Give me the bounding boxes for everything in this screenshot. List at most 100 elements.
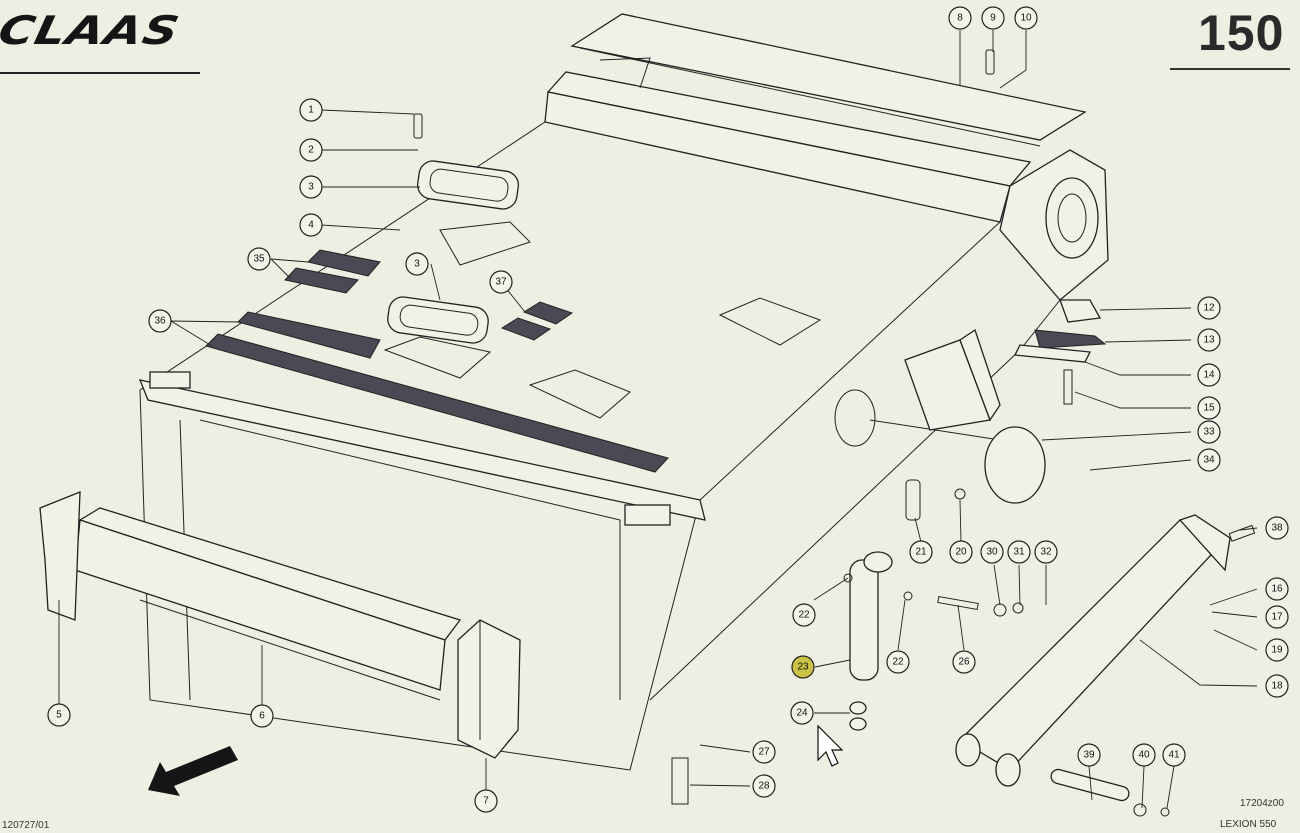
- callout-12-label: 12: [1203, 303, 1215, 314]
- callout-6: 6: [250, 704, 274, 728]
- callout-35-label: 35: [253, 254, 265, 265]
- callout-35: 35: [247, 247, 271, 271]
- callout-37: 37: [489, 270, 513, 294]
- callout-34: 34: [1197, 448, 1221, 472]
- callout-8: 8: [948, 6, 972, 30]
- left-bracket-part: [39, 491, 81, 621]
- mouse-cursor-icon: [817, 724, 844, 767]
- callout-26: 26: [952, 650, 976, 674]
- arrow-down-left-icon: [148, 746, 238, 796]
- callout-10-label: 10: [1020, 13, 1032, 24]
- side-housing-part: [999, 149, 1109, 301]
- callout-32: 32: [1034, 540, 1058, 564]
- callout-39-label: 39: [1083, 750, 1095, 761]
- callout-15-label: 15: [1203, 403, 1215, 414]
- callout-23-label: 23: [797, 662, 809, 673]
- callout-9: 9: [981, 6, 1005, 30]
- top-cover-part: [570, 13, 1087, 147]
- callout-40: 40: [1132, 743, 1156, 767]
- front-bracket-part: [457, 619, 521, 759]
- callout-7: 7: [474, 789, 498, 813]
- logo-underline: [0, 72, 200, 74]
- callout-12: 12: [1197, 296, 1221, 320]
- callout-26-label: 26: [958, 657, 970, 668]
- callout-5-label: 5: [56, 710, 62, 721]
- callout-40-label: 40: [1138, 750, 1150, 761]
- callout-15: 15: [1197, 396, 1221, 420]
- callout-33-label: 33: [1203, 427, 1215, 438]
- callout-32-label: 32: [1040, 547, 1052, 558]
- callout-28: 28: [752, 774, 776, 798]
- round-cover-part: [984, 426, 1046, 504]
- callout-14: 14: [1197, 363, 1221, 387]
- seal-strip-part: [205, 249, 669, 473]
- callout-5: 5: [47, 703, 71, 727]
- callout-22b: 22: [886, 650, 910, 674]
- callout-3b: 3: [405, 252, 429, 276]
- callout-4: 4: [299, 213, 323, 237]
- callout-18-label: 18: [1271, 681, 1283, 692]
- callout-19: 19: [1265, 638, 1289, 662]
- page-number-underline: [1170, 68, 1290, 70]
- callout-33: 33: [1197, 420, 1221, 444]
- callout-3a: 3: [299, 175, 323, 199]
- callout-2: 2: [299, 138, 323, 162]
- callout-38: 38: [1265, 516, 1289, 540]
- callout-20-label: 20: [955, 547, 967, 558]
- callout-22a-label: 22: [798, 610, 810, 621]
- callout-3b-label: 3: [414, 259, 420, 270]
- cylinder-part: [849, 551, 893, 731]
- callout-20: 20: [949, 540, 973, 564]
- callout-17-label: 17: [1271, 612, 1283, 623]
- main-frame-part: [138, 121, 1061, 771]
- callout-9-label: 9: [990, 13, 996, 24]
- callout-30-label: 30: [986, 547, 998, 558]
- callout-13-label: 13: [1203, 335, 1215, 346]
- callout-21: 21: [909, 540, 933, 564]
- callout-21-label: 21: [915, 547, 927, 558]
- page-number: 150: [1198, 5, 1285, 61]
- callout-41-label: 41: [1168, 750, 1180, 761]
- callout-1: 1: [299, 98, 323, 122]
- drawing-reference-left: 120727/01: [2, 820, 50, 831]
- callout-30: 30: [980, 540, 1004, 564]
- callout-22b-label: 22: [892, 657, 904, 668]
- callout-34-label: 34: [1203, 455, 1215, 466]
- callout-6-label: 6: [259, 711, 265, 722]
- leader-lines: [58, 30, 1258, 809]
- callout-17: 17: [1265, 605, 1289, 629]
- callout-19-label: 19: [1271, 645, 1283, 656]
- callout-37-label: 37: [495, 277, 507, 288]
- callout-38-label: 38: [1271, 523, 1283, 534]
- drawing-reference-code: 17204z00: [1240, 798, 1284, 809]
- callout-27-label: 27: [758, 747, 770, 758]
- callout-24: 24: [790, 701, 814, 725]
- callout-22a: 22: [792, 603, 816, 627]
- callout-18: 18: [1265, 674, 1289, 698]
- latch-part: [1013, 299, 1107, 405]
- callout-4-label: 4: [308, 220, 314, 231]
- front-bar-part: [74, 507, 462, 701]
- callout-16: 16: [1265, 577, 1289, 601]
- callout-36-label: 36: [154, 316, 166, 327]
- callout-8-label: 8: [957, 13, 963, 24]
- callout-1-label: 1: [308, 105, 314, 116]
- callout-24-label: 24: [796, 708, 808, 719]
- callout-28-label: 28: [758, 781, 770, 792]
- callout-16-label: 16: [1271, 584, 1283, 595]
- callout-3a-label: 3: [308, 182, 314, 193]
- callout-39: 39: [1077, 743, 1101, 767]
- deflector-part: [904, 328, 1001, 431]
- callout-31: 31: [1007, 540, 1031, 564]
- callout-36: 36: [148, 309, 172, 333]
- callout-10: 10: [1014, 6, 1038, 30]
- callout-23: 23: [791, 655, 815, 679]
- callout-7-label: 7: [483, 796, 489, 807]
- callout-14-label: 14: [1203, 370, 1215, 381]
- callout-13: 13: [1197, 328, 1221, 352]
- callout-27: 27: [752, 740, 776, 764]
- callout-2-label: 2: [308, 145, 314, 156]
- callout-31-label: 31: [1013, 547, 1025, 558]
